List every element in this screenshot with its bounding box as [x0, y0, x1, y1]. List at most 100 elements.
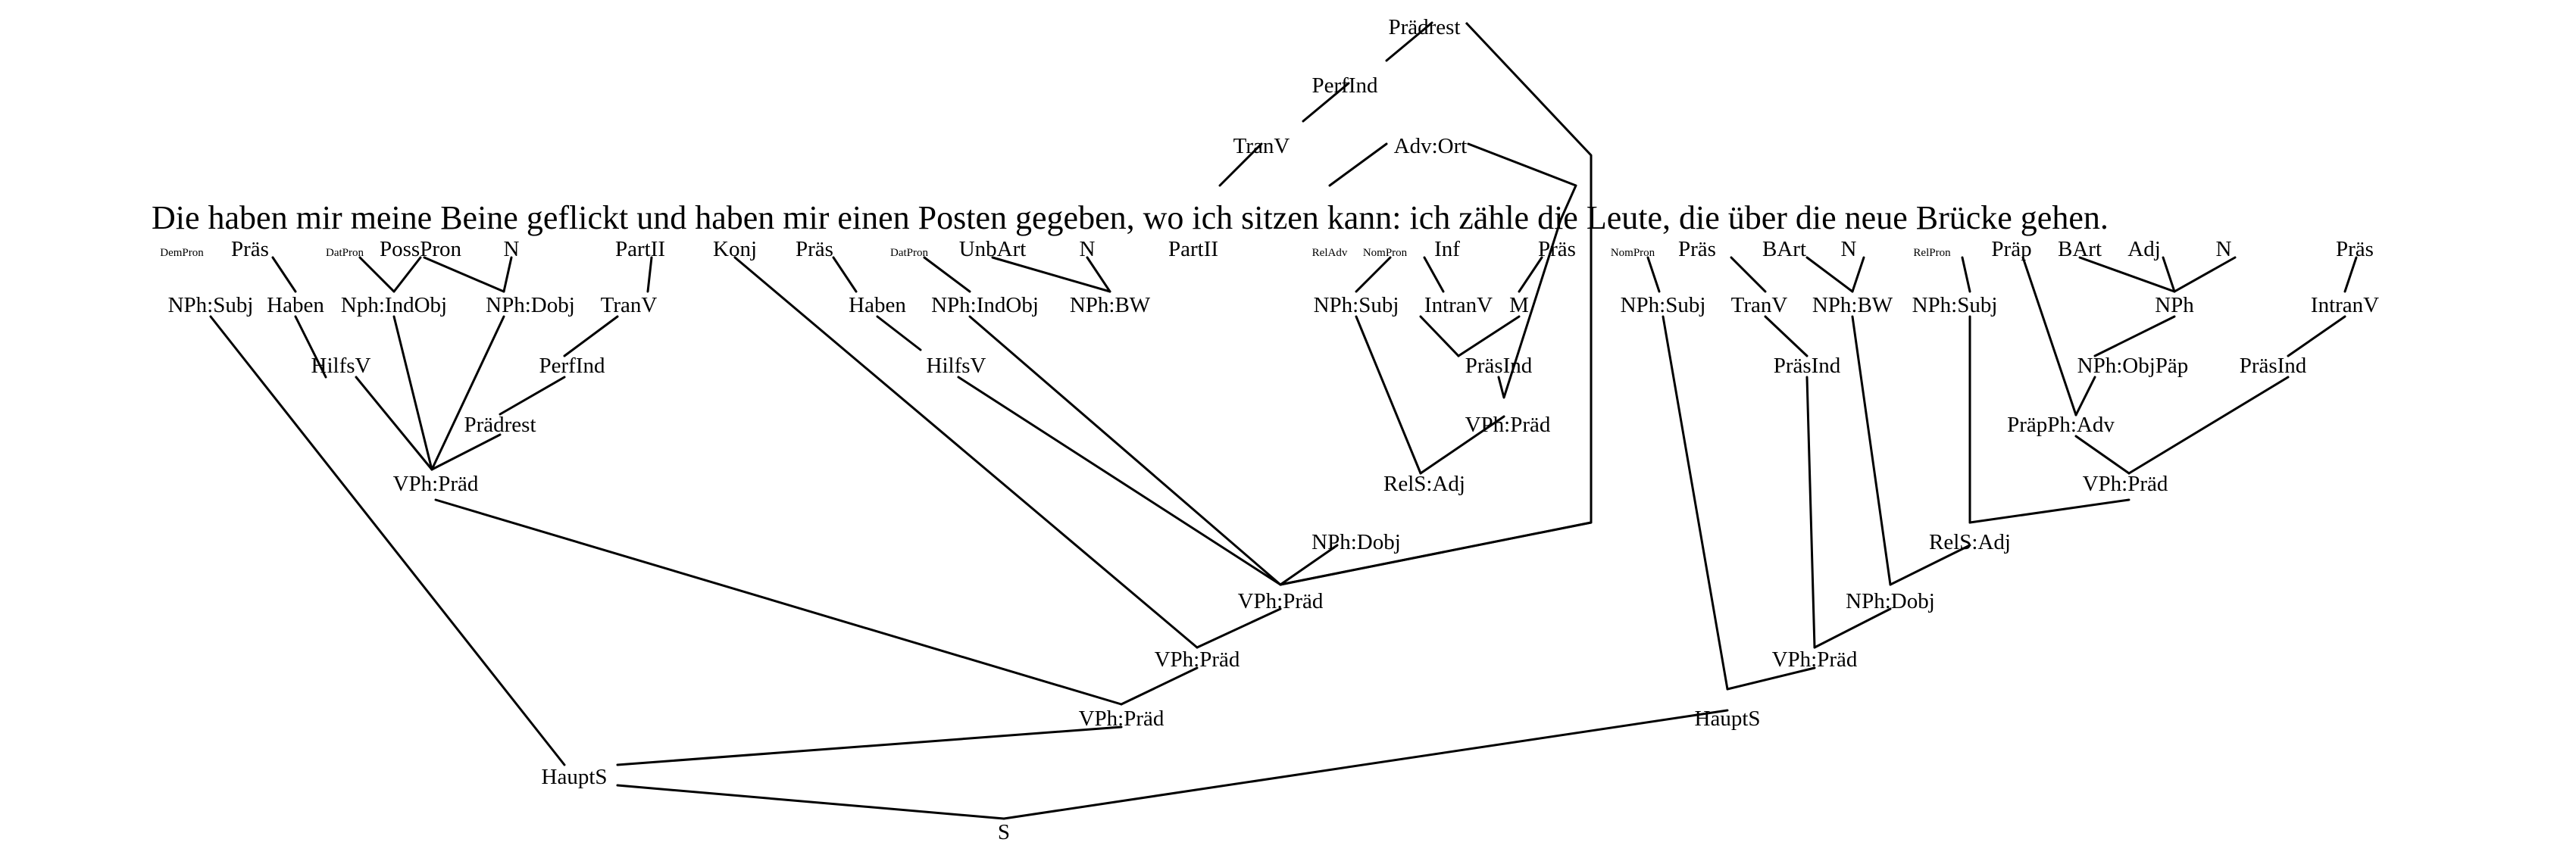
node-vph-praed-3: VPh:Präd [1238, 589, 1324, 613]
edge [209, 315, 566, 766]
edge [923, 256, 971, 293]
node-hilfsv-2: HilfsV [927, 354, 986, 378]
edge [1518, 256, 1543, 293]
node-perfind-1: PerfInd [539, 354, 605, 378]
node-n-1: N [504, 237, 520, 261]
edge [1328, 142, 1388, 187]
node-nompron-1: NomPron [1363, 247, 1408, 259]
node-m: M [1509, 293, 1529, 317]
node-vph-mid: VPh:Präd [1155, 647, 1240, 672]
edge [1889, 544, 1971, 586]
edge [832, 256, 858, 293]
node-adv-ort: Adv:Ort [1394, 134, 1468, 158]
node-bart-1: BArt [1762, 237, 1806, 261]
edge [423, 256, 505, 293]
node-vph-praed-2: VPh:Präd [1465, 413, 1551, 437]
node-praesind-3: PräsInd [2240, 354, 2307, 378]
edge [1467, 142, 1577, 187]
node-praedrest-1: Prädrest [464, 413, 536, 437]
node-reladv: RelAdv [1312, 247, 1348, 259]
edge [1457, 315, 1521, 357]
node-praep: Präp [1991, 237, 2031, 261]
node-partii-2: PartII [1168, 237, 1218, 261]
edge [1851, 256, 1865, 293]
edge [1813, 607, 1892, 649]
edge [1086, 256, 1111, 293]
edge [646, 256, 653, 293]
edge [616, 784, 1005, 820]
edge [876, 315, 922, 351]
node-nph-objpaep: NPh:ObjPäp [2077, 354, 2189, 378]
edge [968, 315, 1282, 586]
edge [1968, 498, 2131, 524]
node-praes-2: Präs [796, 237, 833, 261]
edge [2343, 256, 2358, 293]
edge [499, 376, 566, 416]
edge [1851, 315, 1892, 586]
edge [1002, 709, 1729, 820]
node-unbart: UnbArt [959, 237, 1027, 261]
node-tranv-3: TranV [1731, 293, 1788, 317]
edge [563, 315, 619, 357]
node-vph-outer: VPh:Präd [1079, 707, 1165, 731]
node-s: S [998, 820, 1010, 844]
node-tranv-2: TranV [1233, 134, 1290, 158]
node-haben-1: Haben [267, 293, 324, 317]
edge [1502, 185, 1577, 398]
node-praes-1: Präs [231, 237, 269, 261]
edge [430, 433, 502, 471]
sentence-text: Die haben mir meine Beine geflickt und h… [152, 199, 2109, 236]
edge [1385, 21, 1433, 62]
node-vph-praed-4: VPh:Präd [2083, 472, 2168, 496]
node-praedrest-2: Prädrest [1388, 15, 1460, 39]
node-nompron-2: NomPron [1611, 247, 1655, 259]
node-hauptsatz-1: HauptS [542, 765, 608, 789]
node-praesind-2: PräsInd [1774, 354, 1841, 378]
edge [1355, 256, 1392, 293]
edge [1302, 82, 1350, 123]
edge [271, 256, 297, 293]
node-datpron-1: DatPron [326, 247, 364, 259]
edge [1218, 142, 1263, 187]
edge [392, 256, 422, 293]
edge [2173, 256, 2237, 293]
edge [2127, 376, 2290, 475]
node-nph-dobj-2: NPh:Dobj [1311, 530, 1401, 554]
node-perfind-2: PerfInd [1312, 73, 1378, 98]
node-nph: NPh [2155, 293, 2194, 317]
tree-edges [209, 21, 2358, 820]
tree-nodes: S HauptS HauptS VPh:Präd VPh:Präd DemPro… [160, 15, 2379, 844]
edge [1419, 315, 1460, 357]
edge [392, 315, 433, 471]
node-praesind-1: PräsInd [1465, 354, 1533, 378]
node-n-3: N [1841, 237, 1857, 261]
node-haben-2: Haben [849, 293, 906, 317]
node-nph-bw-2: NPh:BW [1812, 293, 1893, 317]
edge [1196, 607, 1282, 649]
node-nph-indobj-1: Nph:IndObj [341, 293, 447, 317]
edge [991, 256, 1111, 293]
edge [1646, 256, 1661, 293]
node-n-4: N [2216, 237, 2232, 261]
edge [2021, 256, 2077, 417]
node-praes-4: Präs [1678, 237, 1716, 261]
node-hilfsv-1: HilfsV [311, 354, 371, 378]
node-relpron: RelPron [1913, 247, 1951, 259]
node-konj: Konj [713, 237, 757, 261]
node-inf: Inf [1434, 237, 1460, 261]
node-praes-5: Präs [2336, 237, 2374, 261]
node-nph-dobj-1: NPh:Dobj [486, 293, 575, 317]
edge [434, 498, 1123, 706]
edge [1961, 256, 1971, 293]
node-nph-bw-1: NPh:BW [1070, 293, 1151, 317]
edge [616, 725, 1123, 766]
node-n-2: N [1080, 237, 1096, 261]
edge [502, 256, 513, 293]
edge [1730, 256, 1767, 293]
node-vph-praed-5: VPh:Präd [1772, 647, 1858, 672]
edge [2287, 315, 2346, 357]
edge [1279, 544, 1339, 586]
edge [1419, 415, 1505, 475]
node-praepph-adv: PräpPh:Adv [2007, 413, 2115, 437]
